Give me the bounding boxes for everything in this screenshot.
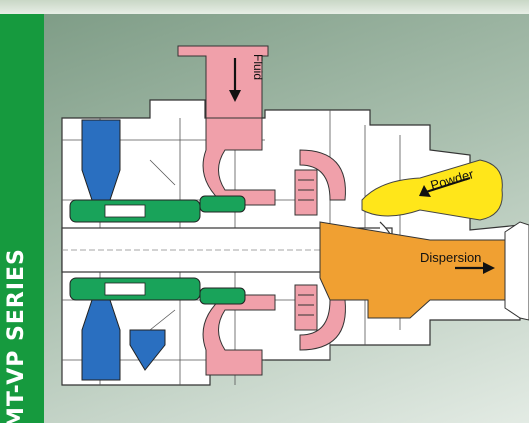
fluid-flow-arrow: [229, 58, 241, 102]
lower-blue-bearing: [81, 299, 121, 381]
dispersion-flow-arrow: [455, 262, 495, 274]
dispersion-label: Dispersion: [420, 250, 481, 265]
series-sidebar: MT-VP SERIES: [0, 14, 44, 423]
fluid-lower-channel: [202, 294, 276, 376]
lower-blue-wedge: [129, 329, 166, 371]
dispersion-outlet-flange: [504, 221, 529, 321]
powder-flow-arrow: [419, 176, 471, 197]
rotor-rings: [294, 149, 346, 351]
dispersion-outlet: [319, 221, 521, 319]
fluid-inlet-channel: [202, 117, 276, 206]
seal-springs: [104, 204, 146, 296]
top-band: [0, 0, 529, 14]
upper-blue-bearing: [81, 119, 121, 201]
fluid-label: Fluid: [251, 54, 265, 80]
rotor-teeth: [298, 179, 314, 316]
